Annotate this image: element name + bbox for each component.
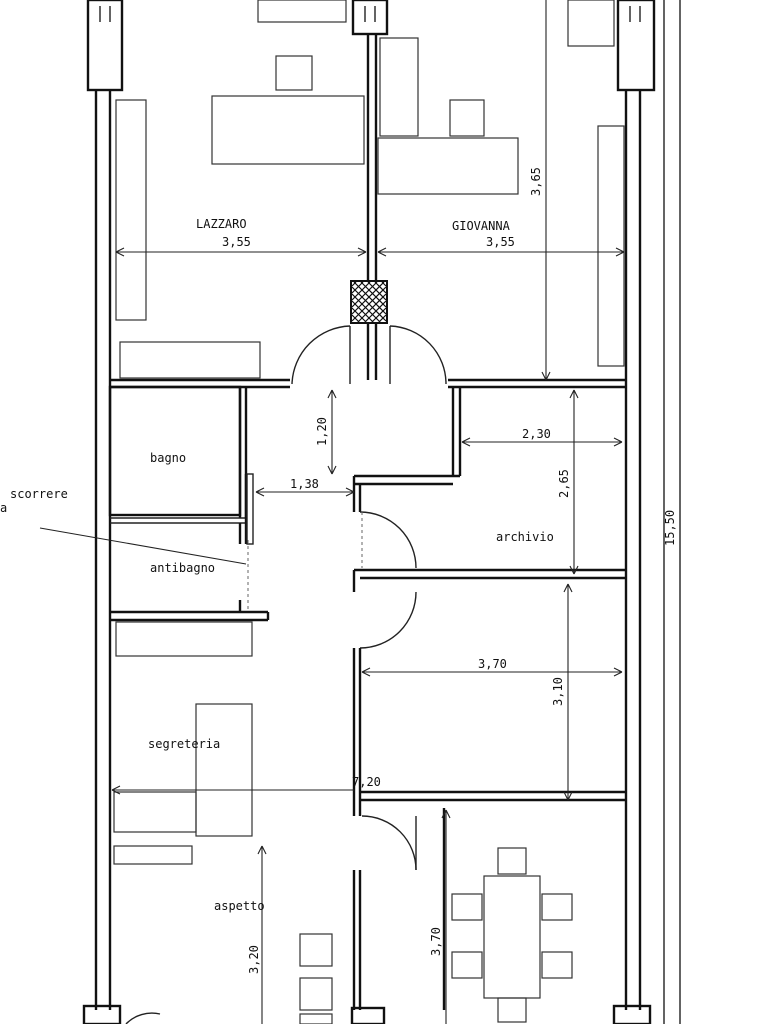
archivio-room: [352, 511, 626, 649]
office-doors: [291, 325, 447, 385]
dim-archivio-width: 2,30: [522, 427, 551, 441]
dim-meeting-depth: 3,70: [429, 927, 443, 956]
dimension-lines: [39, 0, 624, 1024]
pillars: [82, 0, 656, 1024]
room-label-archivio: archivio: [496, 530, 554, 544]
corridor-walls: [352, 387, 462, 512]
dim-giovanna-width: 3,55: [486, 235, 515, 249]
cross-hatch-pillar: [351, 281, 387, 323]
room-label-giovanna: GIOVANNA: [452, 219, 511, 233]
room-label-bagno: bagno: [150, 451, 186, 465]
bagno-block: [108, 385, 270, 622]
room-label-aspetto: aspetto: [214, 899, 265, 913]
note-sliding-door-line1: scorrere: [10, 487, 68, 501]
left-exterior-wall: [94, 90, 112, 1010]
dim-aspetto-depth: 3,20: [247, 945, 261, 974]
lazzaro-furniture: [115, 0, 365, 379]
note-sliding-door-line2: a: [0, 501, 7, 515]
dim-archivio-depth: 2,65: [557, 469, 571, 498]
meeting-table: [442, 808, 573, 1023]
dimension-ticks: [111, 247, 625, 855]
room-label-segreteria: segreteria: [148, 737, 220, 751]
overall-dimension-line: [663, 0, 681, 1024]
dim-corridor-width: 1,38: [290, 477, 319, 491]
dim-segreteria-width: 7,20: [352, 775, 381, 789]
segreteria-furniture: [113, 621, 253, 865]
dim-total-length: 15,50: [663, 510, 677, 546]
right-exterior-wall: [624, 90, 642, 1010]
room-label-antibagno: antibagno: [150, 561, 215, 575]
middle-room: [352, 648, 626, 871]
dim-room-width: 3,70: [478, 657, 507, 671]
aspetto-area: [125, 870, 362, 1024]
dim-giovanna-depth: 3,65: [529, 167, 543, 196]
dim-lazzaro-width: 3,55: [222, 235, 251, 249]
room-label-lazzaro: LAZZARO: [196, 217, 247, 231]
giovanna-furniture: [377, 0, 625, 367]
office-partition: [350, 34, 388, 380]
dim-room-depth: 3,10: [551, 677, 565, 706]
dim-corridor-depth: 1,20: [315, 417, 329, 446]
